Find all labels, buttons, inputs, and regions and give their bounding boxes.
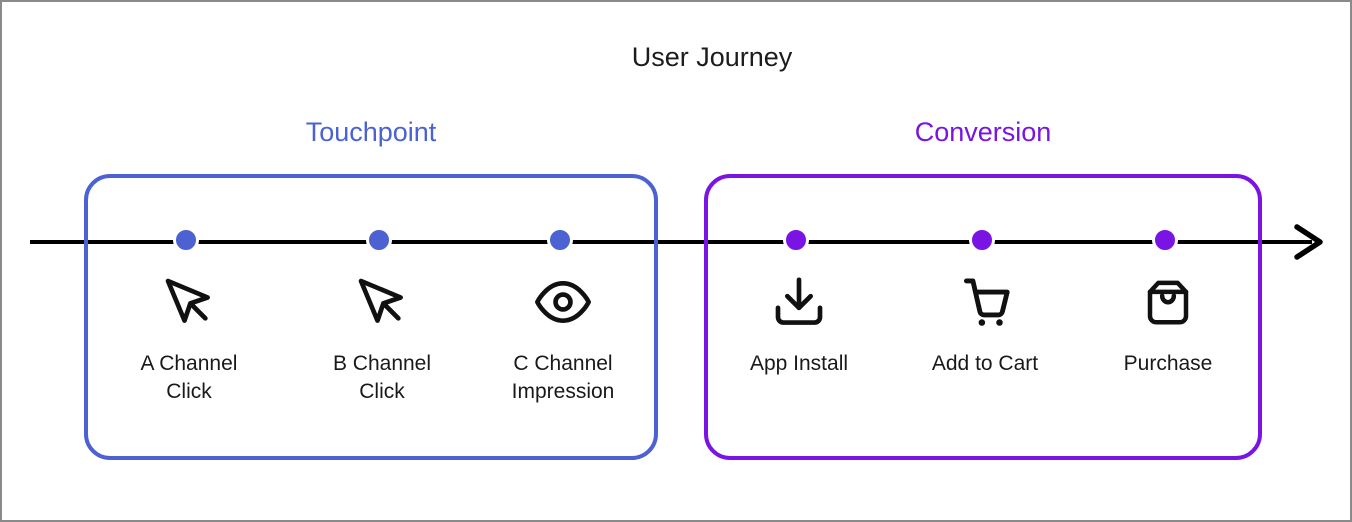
- timeline-dot: [366, 227, 392, 253]
- eye-icon: [475, 272, 651, 332]
- journey-item-b-channel-click: B Channel Click: [294, 272, 470, 406]
- journey-item-purchase: Purchase: [1080, 272, 1256, 378]
- timeline-dot: [783, 227, 809, 253]
- timeline-dot: [547, 227, 573, 253]
- download-icon: [711, 272, 887, 332]
- journey-item-a-channel-click: A Channel Click: [101, 272, 277, 406]
- timeline-dot: [1152, 227, 1178, 253]
- conversion-group-label: Conversion: [914, 117, 1052, 147]
- item-label: C Channel Impression: [511, 352, 615, 403]
- item-label: App Install: [749, 352, 849, 375]
- journey-item-app-install: App Install: [711, 272, 887, 378]
- touchpoint-group-box: [84, 174, 658, 460]
- timeline-dot: [173, 227, 199, 253]
- arrow-right-icon: [1294, 223, 1326, 261]
- timeline-axis: [30, 240, 1312, 244]
- mouse-pointer-icon: [101, 272, 277, 332]
- item-label: Add to Cart: [931, 352, 1039, 375]
- mouse-pointer-icon: [294, 272, 470, 332]
- timeline-dot: [969, 227, 995, 253]
- item-label: A Channel Click: [140, 352, 238, 403]
- conversion-group-box: [704, 174, 1262, 460]
- journey-item-add-to-cart: Add to Cart: [897, 272, 1073, 378]
- cart-icon: [897, 272, 1073, 332]
- shopping-bag-icon: [1080, 272, 1256, 332]
- diagram-title: User Journey: [631, 42, 793, 72]
- item-label: Purchase: [1123, 352, 1213, 375]
- journey-item-c-channel-impression: C Channel Impression: [475, 272, 651, 406]
- item-label: B Channel Click: [332, 352, 432, 403]
- touchpoint-group-label: Touchpoint: [305, 117, 437, 147]
